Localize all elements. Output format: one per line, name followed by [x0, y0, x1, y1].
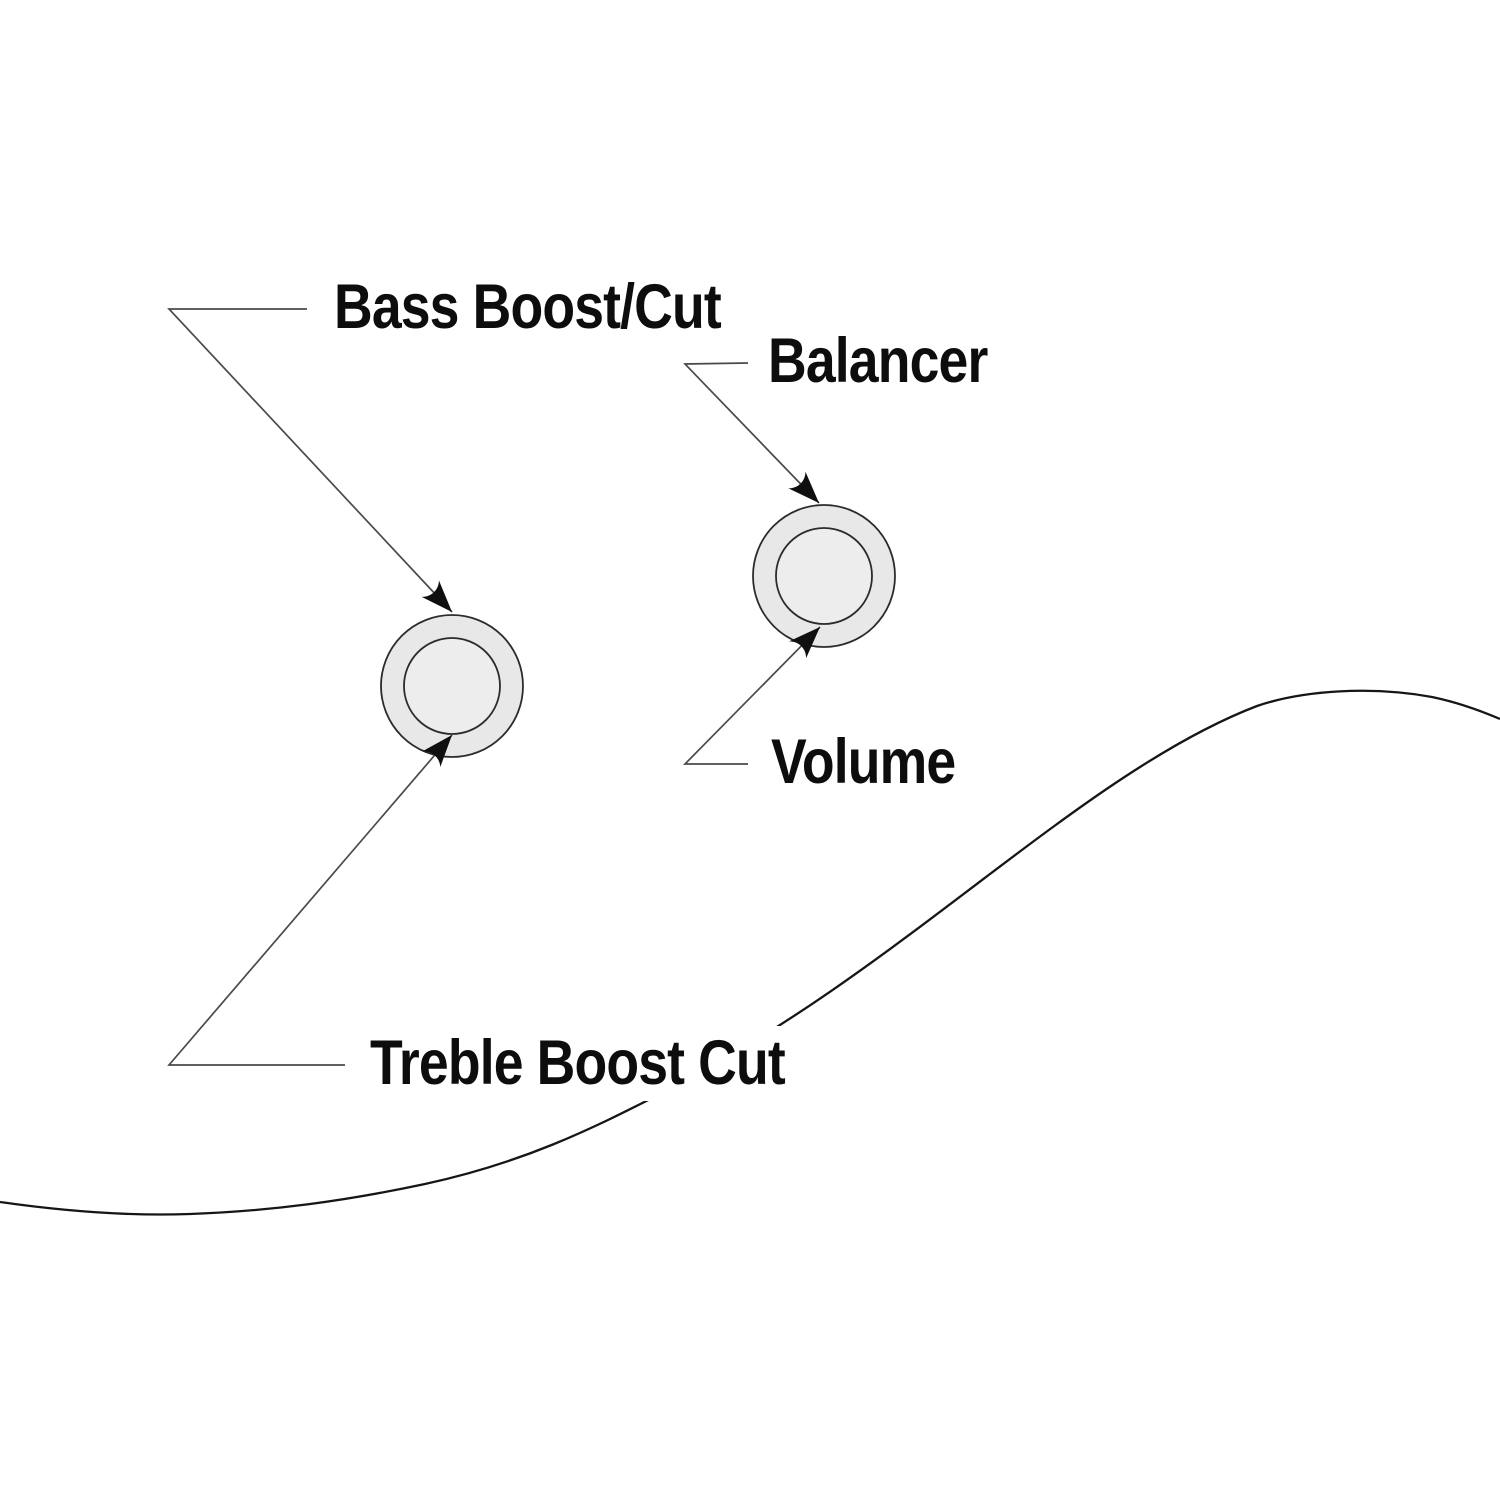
volume-leader-arrow	[682, 626, 821, 765]
volume-label: Volume	[771, 727, 956, 797]
knob-inner-cap	[403, 637, 501, 735]
treble-boost-cut-label: Treble Boost Cut	[370, 1026, 836, 1101]
balancer-volume-stacked-knob	[752, 504, 896, 648]
knob-inner-cap	[775, 527, 873, 625]
bass-leader-arrow	[167, 308, 453, 613]
bass-treble-stacked-knob	[380, 614, 524, 758]
balancer-label: Balancer	[768, 326, 988, 396]
treble-leader-arrow	[167, 734, 453, 1066]
body-outline-curve	[0, 689, 1500, 1216]
balancer-leader-arrow	[683, 362, 820, 504]
bass-boost-cut-label: Bass Boost/Cut	[334, 272, 722, 342]
